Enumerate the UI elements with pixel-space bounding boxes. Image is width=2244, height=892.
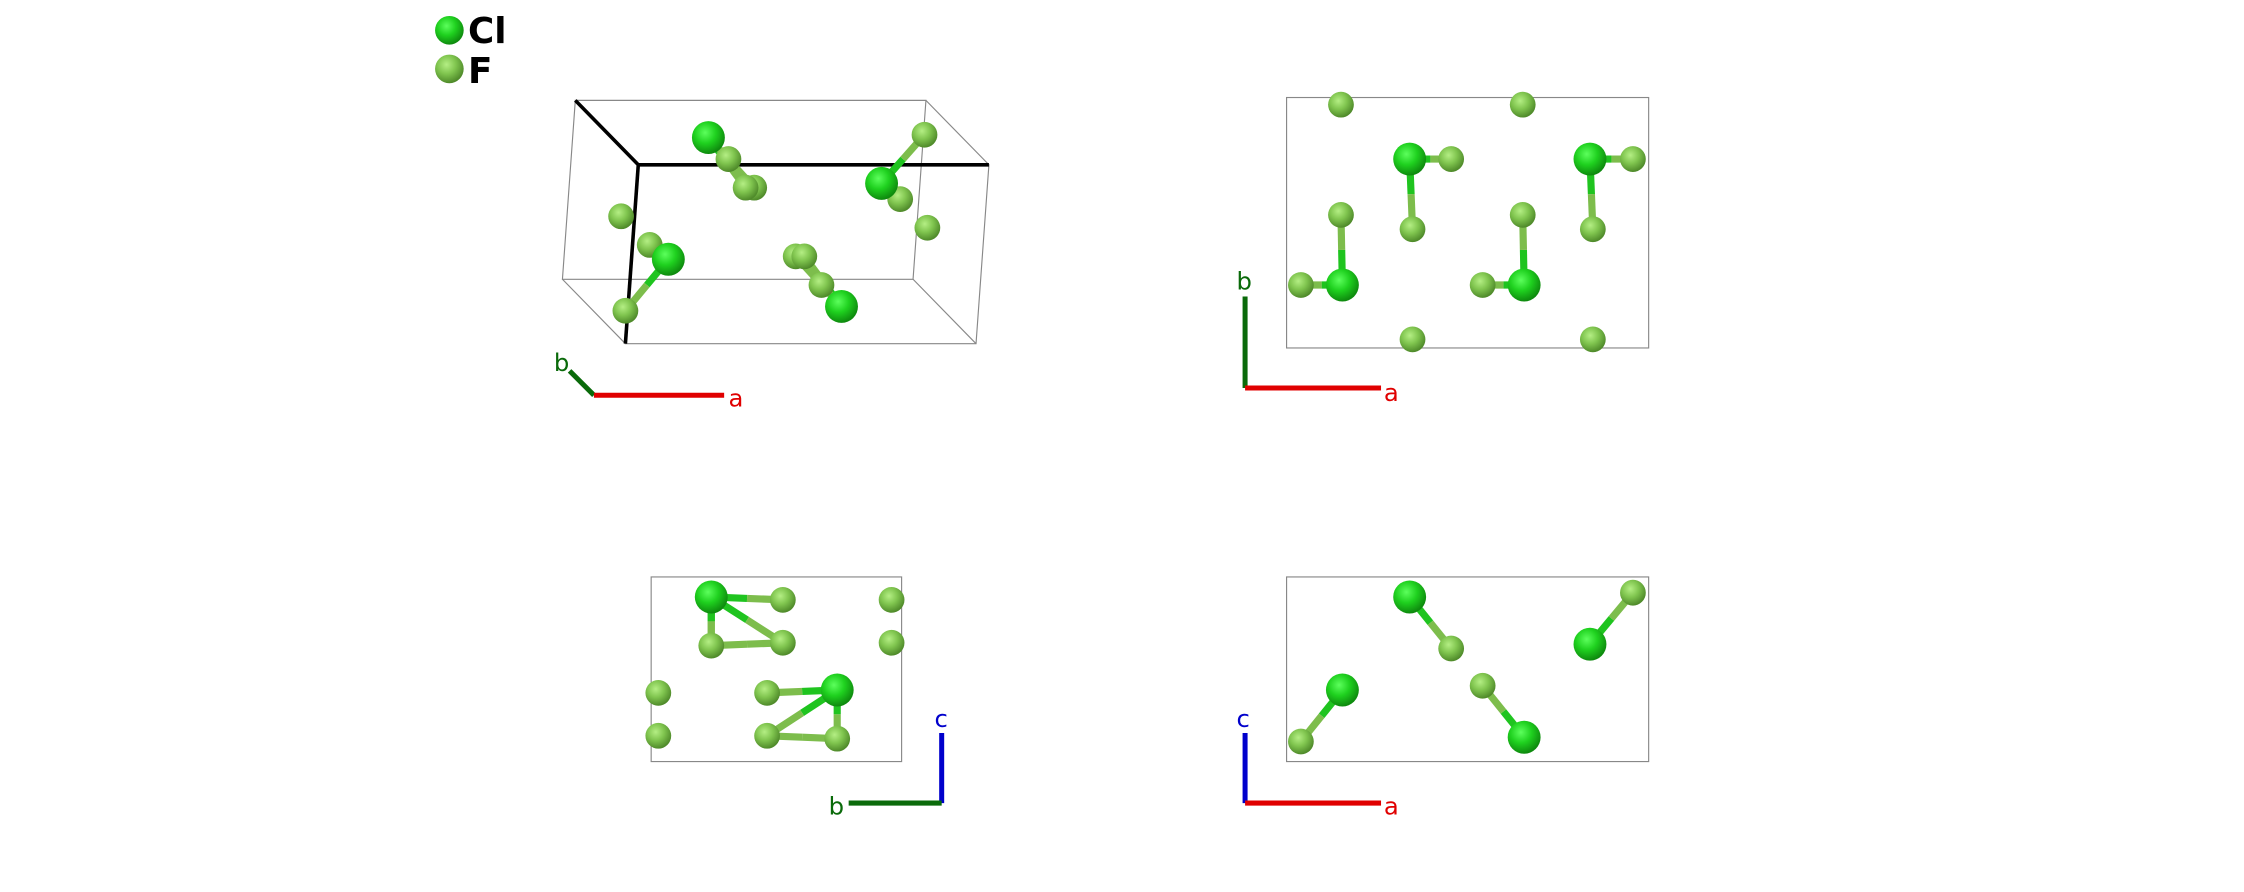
cl-atom	[1507, 720, 1541, 754]
f-atom	[878, 629, 905, 656]
cl-atom	[1393, 580, 1427, 614]
cl-atom	[1573, 627, 1607, 661]
f-atom	[1438, 635, 1465, 662]
f-atom	[612, 297, 639, 324]
axis-a-label: a	[1384, 792, 1399, 821]
f-atom	[754, 722, 780, 749]
cl-atom	[651, 242, 685, 276]
axis-b-label: b	[829, 792, 844, 821]
axis-indicators: b a b a c b c a	[554, 266, 1399, 820]
f-atom	[1469, 272, 1496, 298]
axis-b-label: b	[554, 348, 569, 377]
f-atom	[715, 146, 742, 172]
f-atom	[1509, 201, 1536, 228]
f-atom	[698, 632, 725, 659]
cl-atom	[1507, 268, 1541, 302]
f-atom	[645, 679, 672, 706]
panel-c-view	[1286, 96, 1650, 349]
axis-c-label: c	[935, 704, 948, 733]
legend-f-swatch	[435, 54, 464, 84]
panel-perspective	[561, 99, 990, 345]
f-atom	[824, 725, 851, 752]
unit-cell	[650, 576, 903, 763]
f-atom	[1469, 672, 1496, 699]
legend-f-label: F	[468, 51, 492, 92]
axis-b-line	[567, 369, 596, 397]
legend: Cl F	[435, 11, 506, 92]
axis-b-label: b	[1236, 266, 1251, 295]
axis-a-label: a	[1384, 378, 1399, 407]
cl-atom	[691, 121, 725, 155]
atoms	[608, 91, 1646, 755]
f-atom	[914, 214, 941, 241]
f-atom	[911, 121, 938, 148]
panel-a-view	[650, 576, 903, 763]
legend-cl-swatch	[435, 15, 464, 45]
cl-atom	[694, 580, 728, 614]
f-atom	[878, 586, 905, 613]
f-atom	[732, 174, 759, 201]
cl-atom	[1393, 142, 1427, 176]
f-atom	[645, 722, 672, 749]
f-atom	[808, 272, 835, 298]
f-atom	[1620, 146, 1646, 172]
panel-b-view	[1286, 576, 1650, 763]
cl-atom	[820, 673, 854, 707]
f-atom	[791, 243, 818, 270]
f-atom	[1579, 326, 1606, 353]
f-atom	[1399, 326, 1426, 353]
cl-atom	[825, 290, 858, 323]
axis-c-label: c	[1236, 704, 1249, 733]
f-atom	[1579, 216, 1606, 243]
f-atom	[1438, 146, 1465, 172]
f-atom	[754, 679, 780, 706]
unit-cell	[1286, 576, 1650, 763]
f-atom	[1288, 728, 1314, 755]
f-atom	[1328, 91, 1354, 118]
f-atom	[1399, 216, 1426, 243]
unit-cell	[1286, 96, 1650, 349]
legend-cl-label: Cl	[468, 11, 507, 52]
f-atom	[1328, 201, 1354, 228]
cl-atom	[865, 166, 899, 200]
axis-a-label: a	[728, 384, 743, 413]
cl-atom	[1325, 268, 1359, 302]
f-atom	[1620, 579, 1646, 606]
f-atom	[1509, 91, 1536, 118]
cell-edge	[574, 99, 640, 167]
f-atom	[608, 203, 634, 230]
cl-atom	[1325, 673, 1359, 707]
f-atom	[1288, 272, 1314, 298]
f-atom	[769, 586, 796, 613]
f-atom	[769, 629, 796, 656]
cl-atom	[1573, 142, 1607, 176]
